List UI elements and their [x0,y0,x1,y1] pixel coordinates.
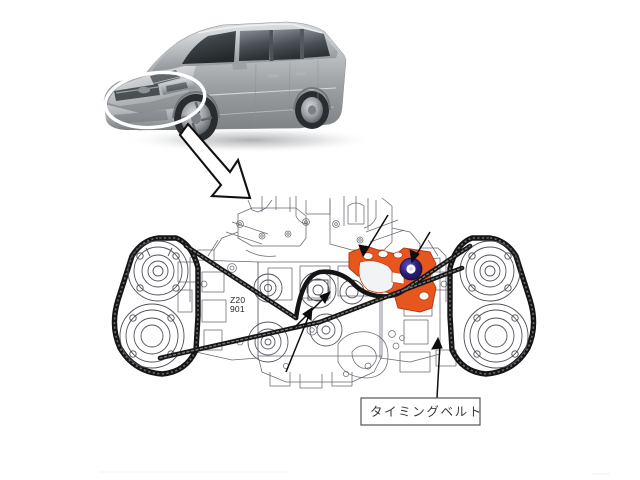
engine-drawing-code-line2: 901 [230,304,245,314]
car-c-pillar [300,29,304,59]
callout-box [360,397,481,426]
engine-drawing-code-line1: Z20 [230,295,245,305]
car-headlight-inner [166,82,188,92]
car-rear-wheel [295,91,329,129]
car-roof-rail [197,23,323,34]
car-cargo-window [304,29,330,58]
car-windshield [182,31,236,64]
right-cam-pulleys [459,240,529,369]
engine-center-pulleys [247,313,343,363]
car-door-handle-rear [296,72,306,76]
car-grille-bar [115,86,159,94]
car-rear-arch [293,86,331,111]
left-cam-pulleys [119,240,189,369]
car-side-mirror [232,62,247,70]
annotation-arrows [285,214,443,399]
timing-belt-callout: タイミングベルト [360,397,483,426]
large-down-right-arrow [178,122,252,200]
car-door-handle-front [268,74,279,78]
car-front-arch [172,90,220,119]
callout-label: タイミングベルト [370,404,483,419]
car-rear-side-window [273,29,300,60]
car-hood-scoop-lip [150,76,180,85]
front-grille-highlight-ellipse [103,70,207,130]
car-door-seams [254,60,319,125]
arrow-to-idler-pulley-left [285,307,313,373]
car-badge [138,86,150,94]
car-b-pillar [269,30,274,61]
car-front-side-window [239,30,270,61]
car-lower-grille [114,110,168,124]
